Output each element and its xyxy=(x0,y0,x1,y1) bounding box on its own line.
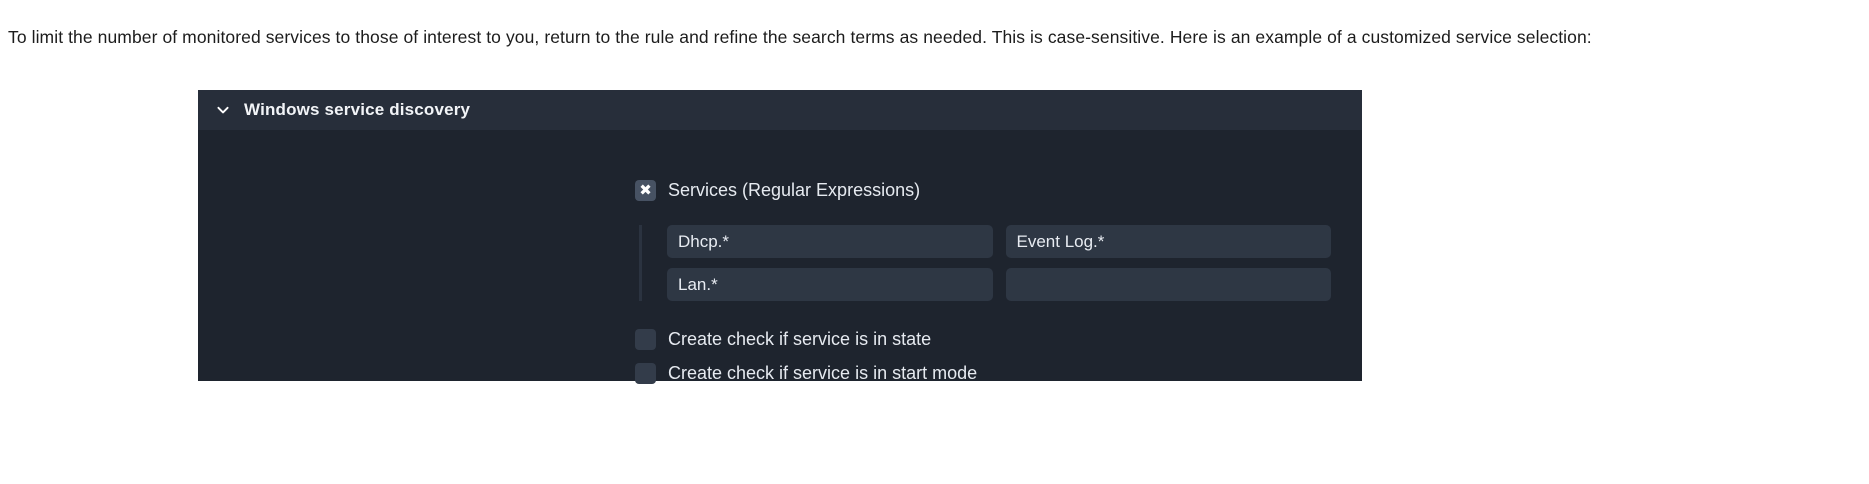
service-pattern-input-2[interactable] xyxy=(1005,225,1331,258)
option-row-service-state[interactable]: Create check if service is in state xyxy=(635,329,977,350)
option-row-start-mode[interactable]: Create check if service is in start mode xyxy=(635,363,977,384)
panel-header[interactable]: Windows service discovery xyxy=(198,90,1362,130)
services-input-row xyxy=(667,268,1331,301)
start-mode-checkbox[interactable] xyxy=(635,363,656,384)
panel-title: Windows service discovery xyxy=(244,100,471,119)
windows-service-discovery-panel: Windows service discovery ✖ Services (Re… xyxy=(198,90,1362,384)
service-state-label: Create check if service is in state xyxy=(668,329,932,349)
service-pattern-input-3[interactable] xyxy=(667,268,993,301)
start-mode-label: Create check if service is in start mode xyxy=(668,363,978,383)
service-pattern-input-4[interactable] xyxy=(1005,268,1331,301)
services-checkbox[interactable]: ✖ xyxy=(635,180,656,201)
panel-body: ✖ Services (Regular Expressions) Create … xyxy=(198,130,1362,384)
check-x-icon: ✖ xyxy=(639,181,652,199)
services-field-row: ✖ Services (Regular Expressions) xyxy=(635,180,920,201)
services-input-row xyxy=(667,225,1331,258)
service-state-checkbox[interactable] xyxy=(635,329,656,350)
services-field-label: Services (Regular Expressions) xyxy=(668,180,921,200)
intro-paragraph: To limit the number of monitored service… xyxy=(8,26,1592,47)
service-pattern-input-1[interactable] xyxy=(667,225,993,258)
option-rows: Create check if service is in state Crea… xyxy=(635,329,977,384)
services-inputs-block xyxy=(639,225,1331,301)
chevron-down-icon[interactable] xyxy=(212,99,234,121)
